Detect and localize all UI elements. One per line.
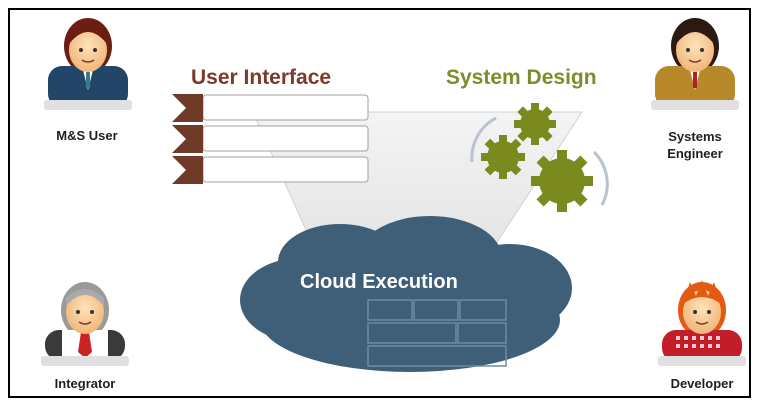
ui-chevron-3 xyxy=(172,156,203,184)
user-interface-panels xyxy=(172,94,369,184)
developer-label: Developer xyxy=(670,376,734,391)
motion-arc xyxy=(592,150,609,206)
ui-chevron-2 xyxy=(172,125,203,153)
ui-panel-1 xyxy=(202,94,369,121)
integrator-label: Integrator xyxy=(54,376,116,391)
system-design-label: System Design xyxy=(446,66,597,89)
cloud-execution-label: Cloud Execution xyxy=(300,271,458,293)
ui-panel-2 xyxy=(202,125,369,152)
cloud-shape xyxy=(240,216,572,372)
gear-icon xyxy=(531,150,593,212)
motion-arc xyxy=(470,116,497,163)
systems-engineer-label-line2: Engineer xyxy=(667,146,723,161)
integrator-avatar xyxy=(41,282,129,366)
cloud-grid xyxy=(367,299,507,367)
ui-chevron-1 xyxy=(172,94,203,122)
ms-user-avatar xyxy=(44,18,132,110)
systems-engineer-label: Systems Engineer xyxy=(640,128,750,162)
systems-engineer-avatar xyxy=(651,18,739,110)
user-interface-label: User Interface xyxy=(191,66,332,89)
gear-icon xyxy=(514,103,556,145)
ui-panel-3 xyxy=(202,156,369,183)
systems-engineer-label-line1: Systems xyxy=(668,129,722,144)
gear-icon xyxy=(481,135,525,179)
ms-user-label: M&S User xyxy=(56,128,118,143)
developer-avatar xyxy=(658,280,746,366)
